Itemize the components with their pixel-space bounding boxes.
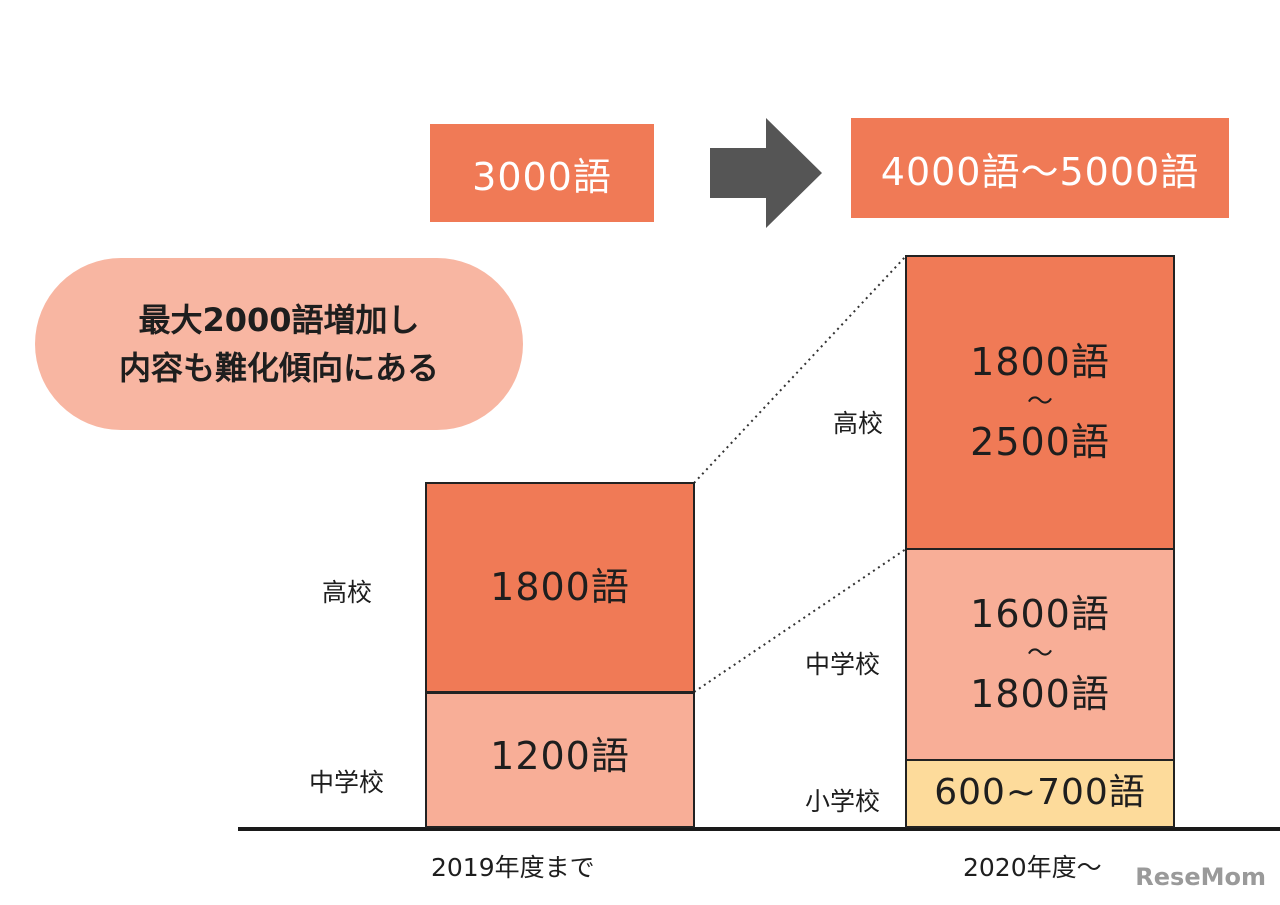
before-junior-high-value: 1200語 [490,734,630,779]
before-high-school-label: 高校 [322,578,373,607]
before-period-label: 2019年度まで [431,853,595,882]
before-junior-high-label: 中学校 [309,768,385,797]
after-elementary-value: 600~700語 [934,772,1146,814]
after-junior-high-tilde: ～ [1026,638,1053,669]
resemom-logo: ReseMom [1135,863,1266,891]
after-junior-high-label: 中学校 [805,650,881,679]
after-high-school-tilde: ～ [1026,386,1053,417]
after-junior-high-from: 1600語 [970,591,1110,636]
after-elementary-block: 600~700語 [905,759,1175,828]
after-high-school-block: 1800語 ～ 2500語 [905,255,1175,550]
new-total-box: 4000語～5000語 [851,118,1229,218]
after-high-school-label: 高校 [833,409,884,438]
before-high-school-value: 1800語 [490,564,630,609]
after-junior-high-to: 1800語 [970,672,1110,717]
before-junior-high-block: 1200語 [425,692,695,828]
old-total-box: 3000語 [430,124,654,222]
after-high-school-to: 2500語 [970,420,1110,465]
callout-line-1: 最大2000語増加し [138,301,420,339]
after-elementary-label: 小学校 [805,787,881,816]
right-arrow-icon [710,118,822,228]
callout-pill: 最大2000語増加し 内容も難化傾向にある [35,258,523,430]
new-total-text: 4000語～5000語 [880,149,1200,194]
after-junior-high-block: 1600語 ～ 1800語 [905,548,1175,761]
callout-line-2: 内容も難化傾向にある [118,349,439,387]
old-total-text: 3000語 [472,154,612,199]
before-high-school-block: 1800語 [425,482,695,693]
after-period-label: 2020年度～ [963,853,1102,882]
baseline [238,827,1280,831]
after-high-school-from: 1800語 [970,339,1110,384]
